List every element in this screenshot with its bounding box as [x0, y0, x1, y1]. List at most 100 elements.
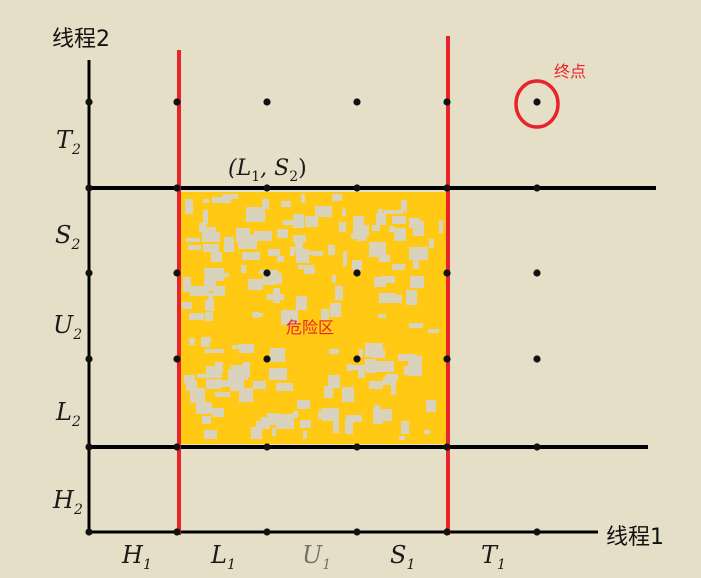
danger-zone-speckle: [205, 312, 213, 321]
danger-zone-speckle: [374, 277, 386, 287]
grid-point: [353, 269, 361, 277]
x-axis-title: 线程1: [606, 525, 664, 550]
grid-point: [173, 443, 181, 451]
danger-zone-speckle: [302, 249, 309, 263]
danger-zone-speckle: [324, 386, 333, 398]
danger-zone-speckle: [406, 290, 417, 305]
grid-point: [533, 184, 541, 192]
danger-zone-speckle: [203, 210, 208, 224]
danger-zone-speckle: [212, 197, 231, 203]
grid-point: [263, 355, 271, 363]
danger-zone-speckle: [347, 364, 353, 371]
danger-zone-speckle: [262, 199, 269, 209]
danger-zone-speckle: [206, 379, 221, 389]
danger-zone-speckle: [428, 329, 439, 333]
grid-point: [443, 355, 451, 363]
danger-zone-speckle: [254, 231, 271, 241]
danger-zone-speckle: [398, 354, 417, 361]
grid-point: [443, 269, 451, 277]
x-tick-h1: H1: [121, 541, 152, 573]
danger-zone-speckle: [413, 256, 419, 269]
danger-zone-speckle: [239, 388, 253, 402]
danger-zone-speckle: [365, 343, 383, 357]
point-label-l1-s2: (L1, S2): [228, 156, 307, 185]
danger-zone-speckle: [426, 400, 436, 412]
grid-point: [85, 98, 93, 106]
danger-zone-speckle: [256, 421, 270, 429]
grid-point: [353, 98, 361, 106]
danger-zone-speckle: [383, 377, 395, 385]
danger-zone-speckle: [242, 252, 260, 260]
danger-zone-speckle: [203, 199, 209, 203]
danger-zone-speckle: [378, 314, 386, 318]
grid-point: [353, 355, 361, 363]
x-tick-u1: U1: [302, 541, 331, 573]
danger-zone-speckle: [296, 296, 307, 310]
danger-zone-speckle: [332, 194, 342, 201]
grid-point: [353, 528, 361, 536]
danger-zone-speckle: [401, 421, 409, 434]
y-axis-title: 线程2: [52, 27, 110, 52]
danger-zone-speckle: [281, 310, 298, 325]
danger-zone-speckle: [346, 415, 362, 422]
danger-zone-speckle: [186, 238, 200, 242]
danger-zone-speckle: [253, 312, 259, 318]
danger-zone-speckle: [276, 383, 293, 391]
danger-zone-speckle: [353, 365, 366, 370]
danger-zone-speckle: [366, 359, 376, 373]
danger-zone-speckle: [228, 369, 242, 384]
danger-zone-speckle: [290, 247, 295, 256]
x-tick-l1: L1: [210, 541, 236, 573]
danger-zone-speckle: [330, 303, 341, 317]
danger-zone-speckle: [298, 265, 314, 269]
danger-zone-speckle: [251, 427, 262, 439]
grid-point: [263, 184, 271, 192]
danger-zone-speckle: [392, 216, 406, 224]
danger-zone-speckle: [392, 264, 405, 270]
danger-zone-speckle: [295, 235, 303, 250]
danger-zone-speckle: [261, 417, 271, 423]
danger-zone-speckle: [374, 405, 380, 409]
danger-zone-speckle: [268, 249, 280, 256]
danger-zone-speckle: [399, 436, 405, 440]
danger-zone-speckle: [439, 220, 443, 233]
danger-zone-speckle: [273, 288, 280, 303]
grid-point: [263, 528, 271, 536]
danger-zone-speckle: [328, 375, 340, 388]
grid-point: [263, 98, 271, 106]
danger-zone-speckle: [211, 252, 222, 262]
grid-point: [85, 528, 93, 536]
danger-zone-speckle: [342, 387, 354, 402]
danger-zone-speckle: [301, 194, 305, 203]
grid-point: [443, 98, 451, 106]
y-tick-s2: S2: [55, 221, 80, 253]
danger-zone-speckle: [332, 275, 336, 283]
grid-point: [353, 184, 361, 192]
danger-zone-speckle: [190, 388, 205, 403]
danger-zone-speckle: [321, 309, 329, 320]
danger-zone-speckle: [342, 209, 346, 216]
danger-zone-speckle: [281, 201, 291, 207]
x-tick-s1: S1: [390, 541, 415, 573]
danger-zone-speckle: [300, 420, 311, 428]
danger-zone-speckle: [304, 269, 315, 274]
grid-point: [443, 184, 451, 192]
danger-zone-speckle: [328, 245, 335, 255]
danger-zone-speckle: [381, 409, 392, 421]
danger-zone-speckle: [208, 293, 213, 300]
danger-zone-speckle: [369, 381, 383, 389]
danger-zone-speckle: [212, 237, 220, 242]
danger-zone-speckle: [184, 375, 195, 383]
danger-zone-speckle: [391, 381, 396, 395]
grid-point: [533, 98, 541, 106]
danger-zone-speckle: [272, 428, 276, 436]
grid-point: [533, 355, 541, 363]
danger-zone-speckle: [220, 380, 232, 387]
danger-zone-speckle: [359, 349, 363, 357]
y-tick-l2: L2: [55, 398, 81, 430]
danger-zone-speckle: [329, 349, 339, 354]
danger-zone-speckle: [243, 362, 250, 377]
danger-zone-speckle: [276, 414, 294, 429]
grid-point: [533, 528, 541, 536]
danger-zone-speckle: [305, 216, 318, 227]
